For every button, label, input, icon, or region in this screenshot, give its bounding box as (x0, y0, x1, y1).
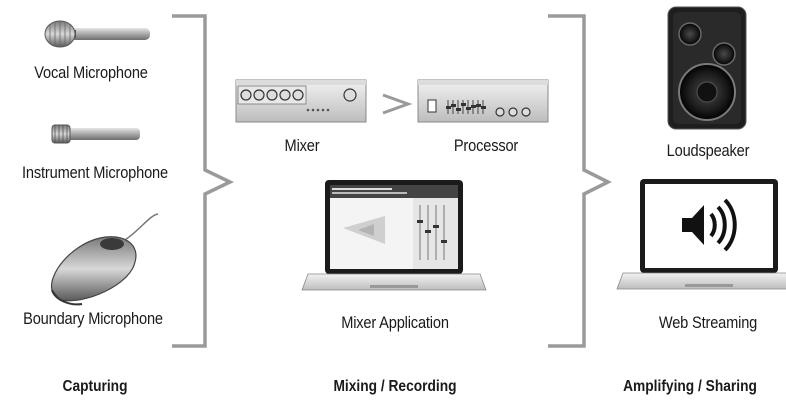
mixer-application-label: Mixer Application (341, 313, 449, 332)
capture-bracket (172, 14, 235, 348)
stage-capturing: Capturing (62, 378, 128, 395)
boundary-microphone-label: Boundary Microphone (23, 309, 163, 328)
laptop-mixer-app-icon (301, 180, 487, 291)
web-streaming-label: Web Streaming (658, 313, 758, 332)
boundary-microphone-icon (50, 213, 159, 306)
processor-icon (417, 79, 549, 123)
processor-label: Processor (453, 136, 519, 155)
instrument-microphone-label: Instrument Microphone (22, 163, 168, 182)
stage-mixing-recording: Mixing / Recording (333, 378, 457, 395)
stage-amplifying-sharing: Amplifying / Sharing (623, 378, 757, 395)
loudspeaker-label: Loudspeaker (666, 141, 750, 160)
mixer-icon (235, 79, 367, 123)
instrument-microphone-icon (51, 124, 140, 144)
laptop-speaker-icon (616, 179, 786, 290)
mixer-to-processor-arrow (382, 93, 413, 115)
vocal-microphone-icon (44, 20, 150, 48)
vocal-microphone-label: Vocal Microphone (34, 63, 148, 82)
output-bracket (548, 14, 612, 348)
mixer-label: Mixer (284, 136, 320, 155)
loudspeaker-icon (667, 6, 747, 130)
